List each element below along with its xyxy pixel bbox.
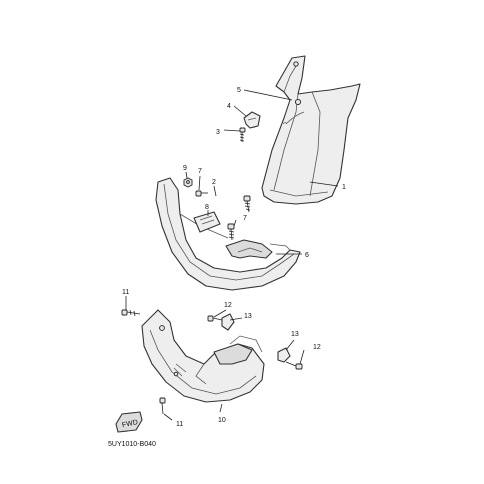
callout-part-2: 2 xyxy=(212,179,216,186)
bolt-part-2 xyxy=(243,195,251,213)
fwd-tag-text: FWD xyxy=(122,419,139,429)
callout-part-10: 10 xyxy=(218,417,226,424)
callout-part-8: 8 xyxy=(205,204,209,211)
callout-labels: 1 2 3 4 5 6 7 7 8 9 10 11 11 12 12 13 13 xyxy=(122,87,346,428)
clip-part-13-lower xyxy=(277,347,291,363)
label-part-8 xyxy=(193,211,221,233)
fwd-direction-tag: FWD xyxy=(115,411,143,433)
bolt-part-11-upper xyxy=(121,309,141,317)
cover-emblem: ~ xyxy=(282,120,289,128)
callout-part-3: 3 xyxy=(216,129,220,136)
leader-lines xyxy=(125,89,339,421)
callout-part-4: 4 xyxy=(227,103,231,110)
bolt-part-11-lower xyxy=(159,397,166,415)
screw-part-3 xyxy=(239,127,246,142)
callout-part-7-lower: 7 xyxy=(243,215,247,222)
callout-part-12-lower: 12 xyxy=(313,344,321,351)
bolt-part-7-lower xyxy=(227,223,235,241)
callout-part-1: 1 xyxy=(342,184,346,191)
clip-bracket-part-4 xyxy=(243,111,261,129)
under-cover-part-10 xyxy=(141,309,265,403)
front-cover-part-1: ~ xyxy=(261,55,361,205)
callout-part-9: 9 xyxy=(183,165,187,172)
screw-part-12-upper xyxy=(207,315,223,322)
screw-part-12-lower xyxy=(285,361,303,370)
bolt-part-7-upper xyxy=(195,190,208,197)
leg-shield-part-6 xyxy=(155,177,301,291)
callout-part-11-lower: 11 xyxy=(176,421,183,428)
callout-part-5: 5 xyxy=(237,87,241,94)
nut-part-9 xyxy=(183,177,193,188)
callout-part-12-upper: 12 xyxy=(224,302,232,309)
clip-part-13-upper xyxy=(221,313,235,331)
callout-part-11-upper: 11 xyxy=(122,289,129,296)
drawing-code: 5UY1010-B040 xyxy=(108,441,156,448)
callout-part-13-lower: 13 xyxy=(291,331,299,338)
callout-part-6: 6 xyxy=(305,252,309,259)
callout-part-13-upper: 13 xyxy=(244,313,252,320)
callout-part-7-upper: 7 xyxy=(198,168,202,175)
